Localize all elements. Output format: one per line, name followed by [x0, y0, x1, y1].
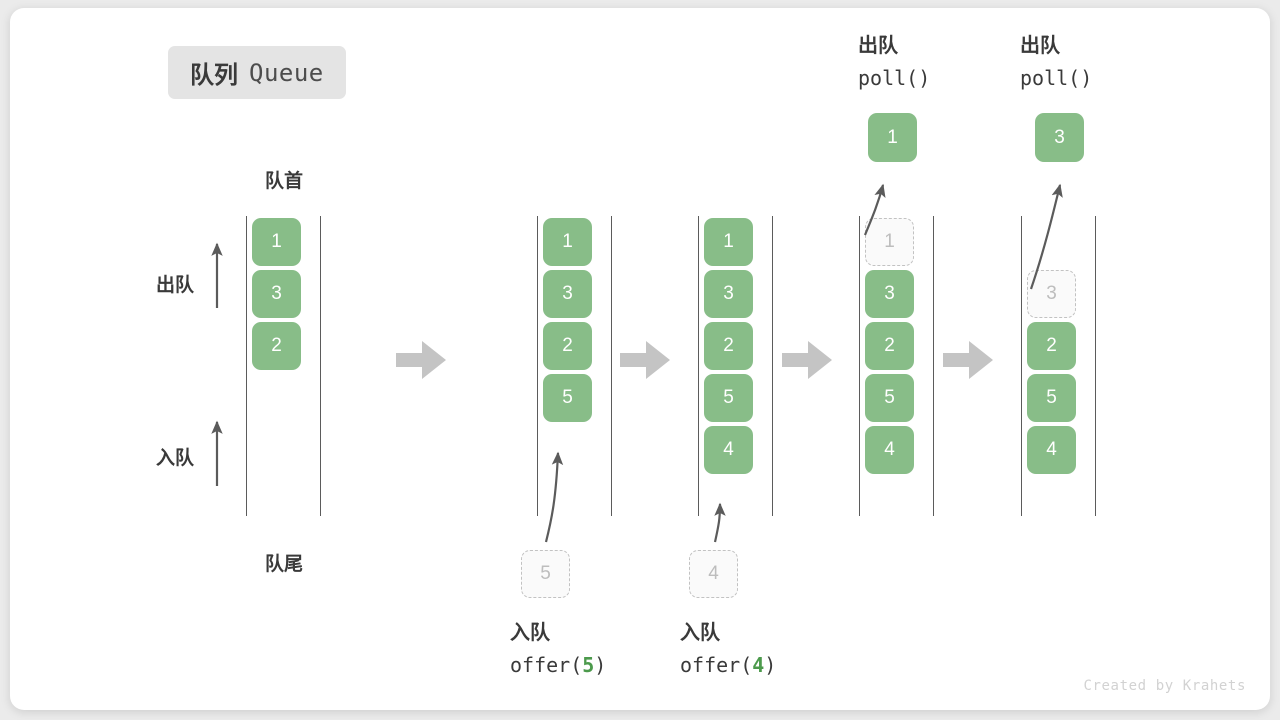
title-cn: 队列 [190, 62, 238, 89]
poll-3-caption-line1: 出队 [1020, 35, 1060, 57]
credit-text: Created by Krahets [1083, 678, 1246, 694]
queue-cell: 4 [1027, 426, 1076, 474]
queue-cell: 4 [865, 426, 914, 474]
poll-1-caption-line2: poll() [858, 66, 931, 90]
queue-cell: 3 [252, 270, 301, 318]
offer-5-caption-line2: offer(5) [510, 649, 606, 681]
offer-4-post: ) [764, 653, 777, 677]
queue-cell: 3 [865, 270, 914, 318]
queue-cell: 1 [543, 218, 592, 266]
diagram-title-badge: 队列 Queue [168, 46, 346, 99]
offer-4-pre: offer( [680, 653, 753, 677]
poll-1-caption-line1: 出队 [858, 35, 898, 57]
poll-1-caption: 出队 poll() [858, 30, 930, 94]
offer-4-caption-line1: 入队 [680, 622, 720, 644]
queue-cell: 3 [543, 270, 592, 318]
offer-5-arg: 5 [582, 653, 595, 677]
queue-rear-label: 队尾 [264, 554, 303, 575]
queue-cell: 3 [704, 270, 753, 318]
rail-left [859, 216, 860, 516]
rail-left [698, 216, 699, 516]
queue-cell: 1 [704, 218, 753, 266]
step-arrow-3 [782, 341, 832, 379]
offer-4-arg: 4 [752, 653, 765, 677]
dequeue-side-label-group: 出队 [156, 270, 194, 297]
popped-value-3: 3 [1035, 113, 1084, 162]
pending-value-5: 5 [521, 550, 570, 598]
offer-4-caption: 入队 offer(4) [680, 617, 776, 681]
queue-cell-ghost: 3 [1027, 270, 1076, 318]
step-arrow-1 [396, 341, 446, 379]
popped-value-1: 1 [868, 113, 917, 162]
queue-cell: 4 [704, 426, 753, 474]
queue-cell: 2 [865, 322, 914, 370]
step-arrow-2 [620, 341, 670, 379]
rail-left [1021, 216, 1022, 516]
queue-cell: 5 [865, 374, 914, 422]
rail-right [933, 216, 934, 516]
enqueue-side-label-group: 入队 [156, 443, 194, 470]
offer-5-post: ) [594, 653, 607, 677]
offer-5-caption: 入队 offer(5) [510, 617, 606, 681]
rail-left [246, 216, 247, 516]
queue-cell-ghost: 1 [865, 218, 914, 266]
offer-5-pre: offer( [510, 653, 583, 677]
dequeue-side-label: 出队 [156, 275, 195, 296]
queue-cell: 5 [1027, 374, 1076, 422]
queue-front-label: 队首 [264, 171, 303, 192]
pending-value-4: 4 [689, 550, 738, 598]
queue-cell: 2 [1027, 322, 1076, 370]
queue-cell: 2 [704, 322, 753, 370]
queue-cell: 2 [543, 322, 592, 370]
poll-3-caption: 出队 poll() [1020, 30, 1092, 94]
rail-right [1095, 216, 1096, 516]
rail-right [320, 216, 321, 516]
step-arrow-4 [943, 341, 993, 379]
rail-right [611, 216, 612, 516]
rail-left [537, 216, 538, 516]
enqueue-side-label: 入队 [156, 448, 195, 469]
queue-cell: 5 [704, 374, 753, 422]
queue-cell: 2 [252, 322, 301, 370]
rail-right [772, 216, 773, 516]
queue-cell: 1 [252, 218, 301, 266]
offer-4-caption-line2: offer(4) [680, 649, 776, 681]
poll-3-caption-line2: poll() [1020, 66, 1093, 90]
offer-5-caption-line1: 入队 [510, 622, 550, 644]
queue-cell: 5 [543, 374, 592, 422]
title-en: Queue [249, 58, 324, 87]
